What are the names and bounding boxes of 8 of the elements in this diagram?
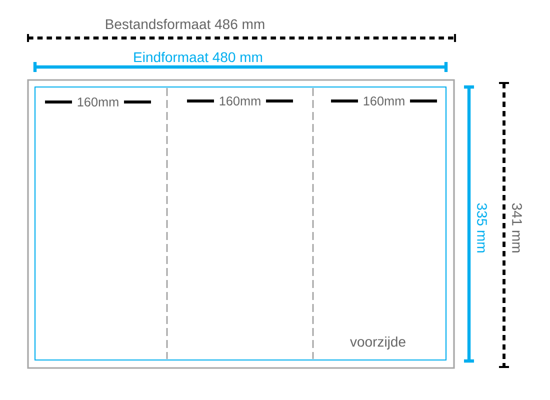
dimension-label: 335 mm bbox=[477, 203, 487, 252]
side-label: voorzijde bbox=[350, 336, 406, 350]
dimension-label: 341 mm bbox=[512, 203, 522, 252]
panel-width-label: 160mm bbox=[364, 96, 404, 106]
panel-width-label: 160mm bbox=[78, 98, 118, 106]
dimension-label: Bestandsformaat 486 mm bbox=[106, 18, 264, 30]
panel-width-label: 160mm bbox=[220, 96, 260, 106]
dimension-label: Eindformaat 480 mm bbox=[134, 52, 262, 62]
